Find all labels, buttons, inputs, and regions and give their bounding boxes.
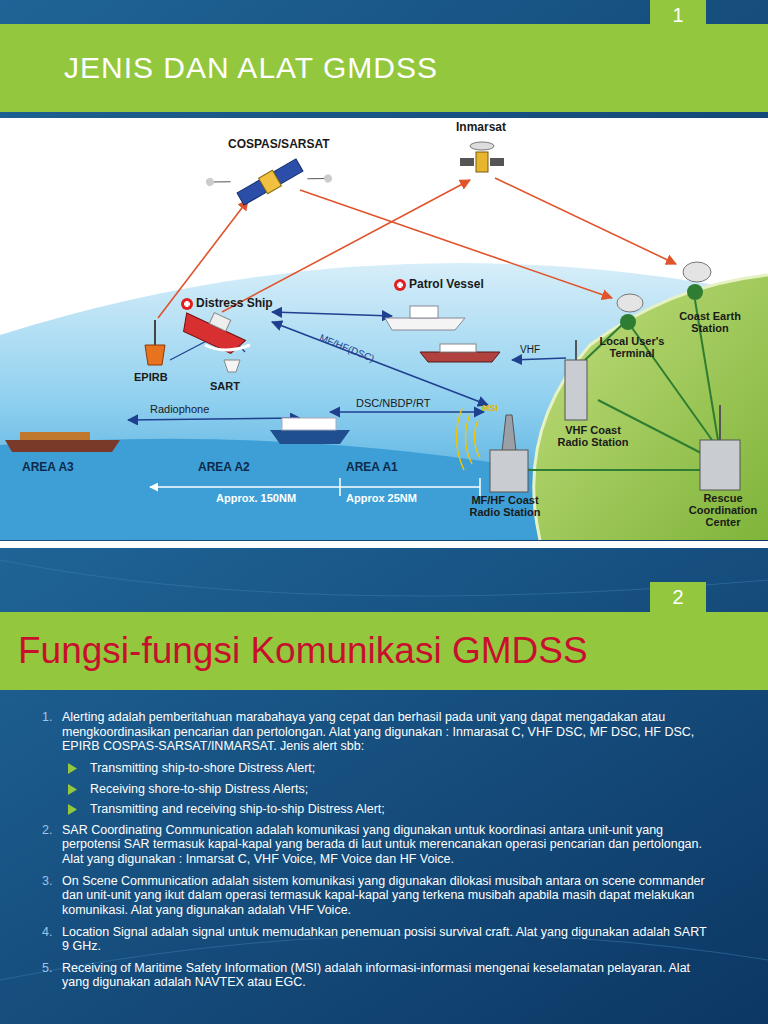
list-text: Location Signal adalah signal untuk memu… [62,925,716,954]
title-band: Fungsi-fungsi Komunikasi GMDSS [0,612,768,690]
slide-title: Fungsi-fungsi Komunikasi GMDSS [18,630,588,672]
bullet-item: Transmitting and receiving ship-to-ship … [40,802,716,817]
satellite-label: COSPAS/SARSAT [228,138,330,151]
slide-number-box: 1 [650,0,706,30]
slide-number-box: 2 [650,582,706,612]
link-label: DSC/NBDP/RT [356,397,430,409]
title-band: JENIS DAN ALAT GMDSS [0,24,768,112]
list-item: 1. Alerting adalah pemberitahuan marabaha… [40,710,716,754]
area-label: AREA A1 [346,461,398,474]
list-text: On Scene Communication adalah sistem kom… [62,874,716,918]
range-label: Approx 25NM [346,492,417,504]
link-label: VHF [520,344,540,355]
list-number: 5. [42,961,52,976]
bullet-item: Transmitting ship-to-shore Distress Aler… [40,761,716,776]
bullet-triangle [68,804,78,815]
list-item: 5. Receiving of Maritime Safety Informati… [40,961,716,990]
bullet-text: Transmitting and receiving ship-to-ship … [90,802,716,817]
bullet-triangle [68,763,78,774]
bullet-triangle [68,784,78,795]
satellite-label: Inmarsat [456,121,506,134]
station-label: Coast Earth Station [665,310,755,334]
ship-label: Patrol Vessel [409,278,484,291]
list-number: 3. [42,874,52,889]
ship-label: Distress Ship [196,297,273,310]
station-label: VHF Coast Radio Station [556,424,630,448]
list-item: 3. On Scene Communication adalah sistem k… [40,874,716,918]
slide-title: JENIS DAN ALAT GMDSS [64,51,438,85]
station-label: Local User's Terminal [592,335,672,359]
station-label: MF/HF Coast Radio Station [462,494,548,518]
list-number: 2. [42,823,52,838]
link-label: Radiophone [150,403,209,415]
slide-number: 2 [672,586,683,609]
list-text: SAR Coordinating Communication adalah ko… [62,823,716,867]
text-body: 1. Alerting adalah pemberitahuan marabaha… [40,710,716,997]
list-item: 4. Location Signal adalah signal untuk me… [40,925,716,954]
list-number: 1. [42,710,52,725]
list-number: 4. [42,925,52,940]
area-label: AREA A2 [198,461,250,474]
area-label: AREA A3 [22,461,74,474]
slide-number: 1 [672,4,683,27]
beacon-label: SART [210,380,240,392]
bullet-text: Receiving shore-to-ship Distress Alerts; [90,782,716,797]
list-text: Alerting adalah pemberitahuan marabahaya… [62,710,716,754]
bullet-text: Transmitting ship-to-shore Distress Aler… [90,761,716,776]
list-text: Receiving of Maritime Safety Information… [62,961,716,990]
station-label: Rescue Coordination Center [680,492,766,528]
beacon-label: EPIRB [134,371,168,383]
range-label: Approx. 150NM [216,492,296,504]
link-label: MSI [482,404,498,414]
bullet-item: Receiving shore-to-ship Distress Alerts; [40,782,716,797]
list-item: 2. SAR Coordinating Communication adalah … [40,823,716,867]
